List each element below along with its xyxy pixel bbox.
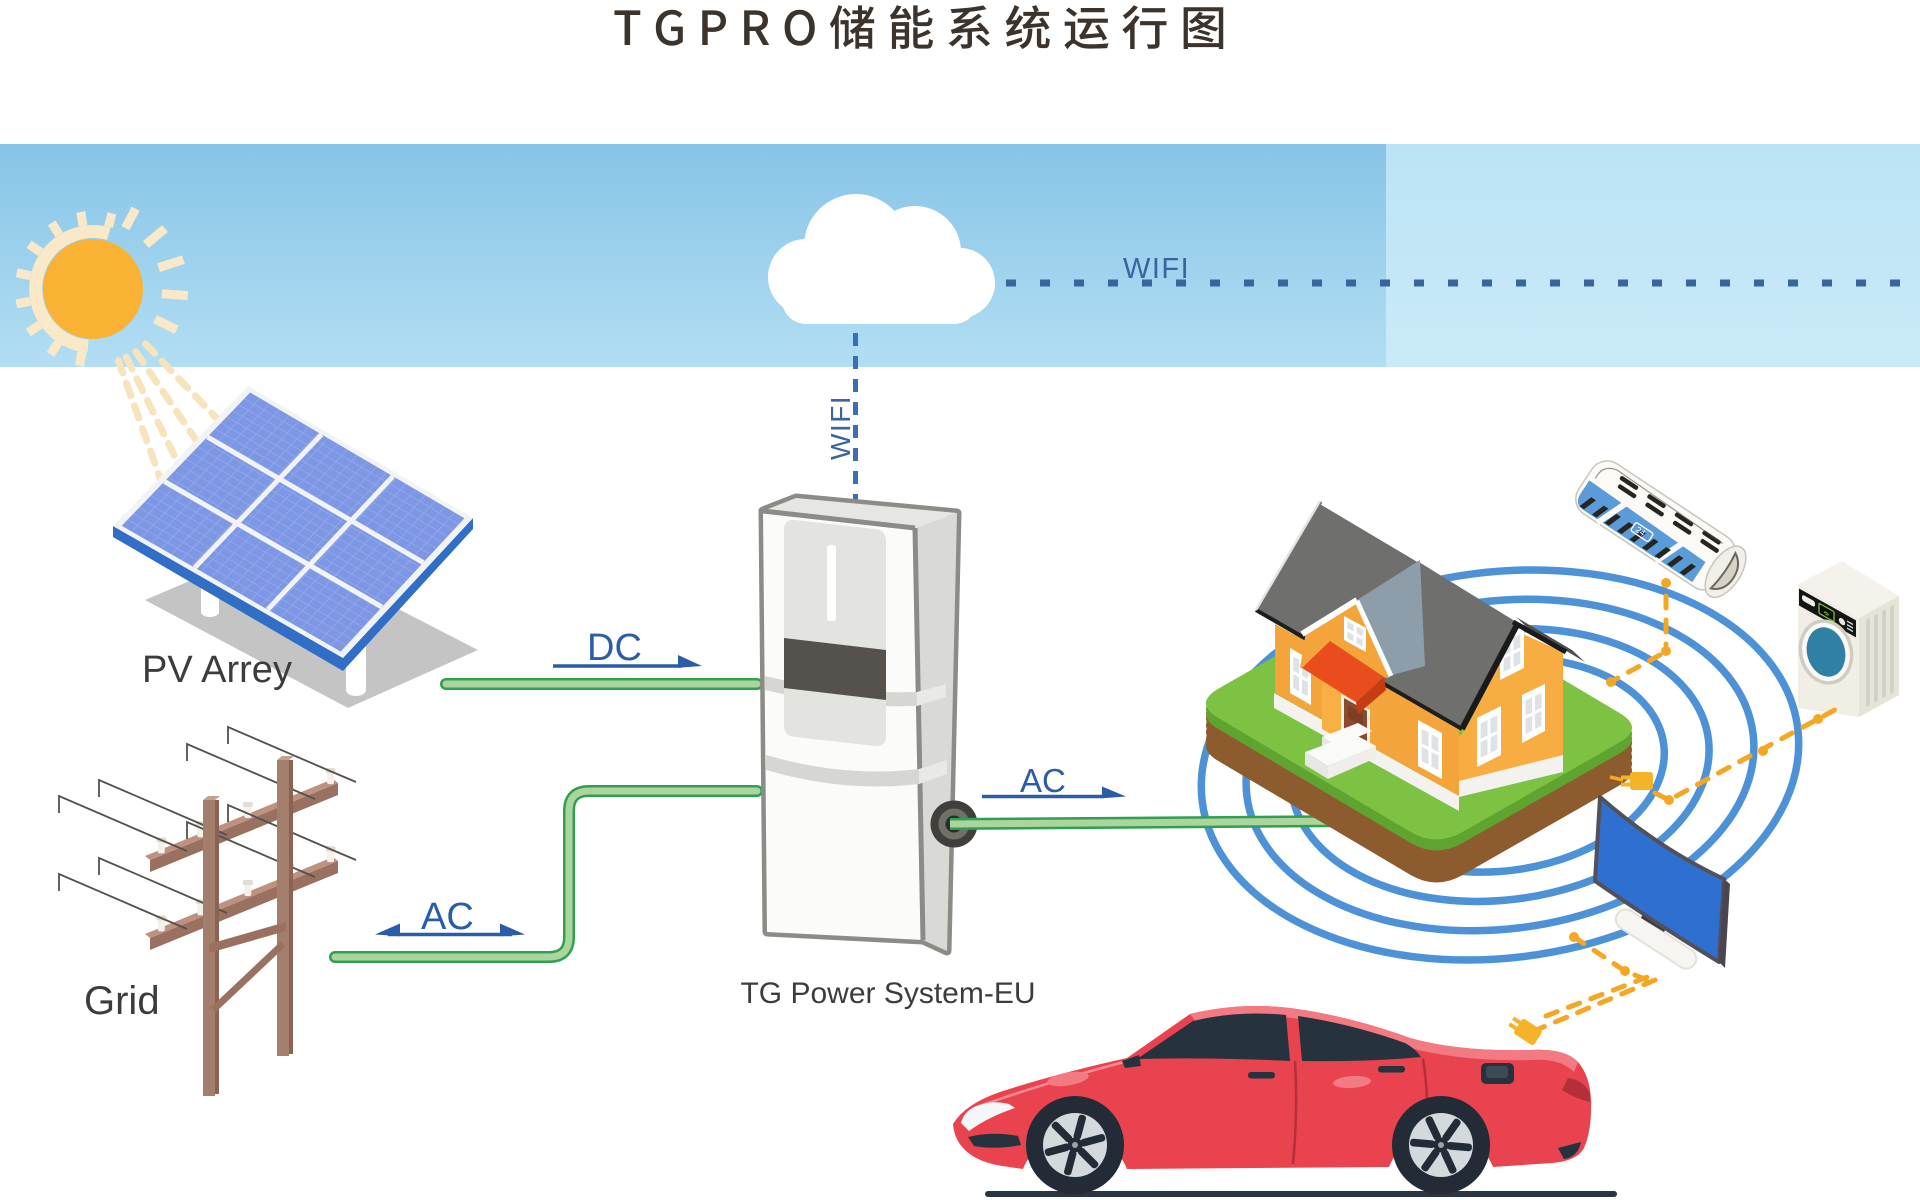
- svg-text:DC: DC: [587, 627, 642, 669]
- svg-text:TG Power System-EU: TG Power System-EU: [740, 977, 1035, 1010]
- svg-text:Grid: Grid: [84, 979, 160, 1023]
- svg-text:WIFI: WIFI: [825, 395, 856, 460]
- svg-text:WIFI: WIFI: [1123, 253, 1190, 285]
- svg-text:AC: AC: [1020, 762, 1066, 799]
- svg-text:PV Arrey: PV Arrey: [142, 649, 292, 691]
- svg-text:AC: AC: [421, 896, 474, 938]
